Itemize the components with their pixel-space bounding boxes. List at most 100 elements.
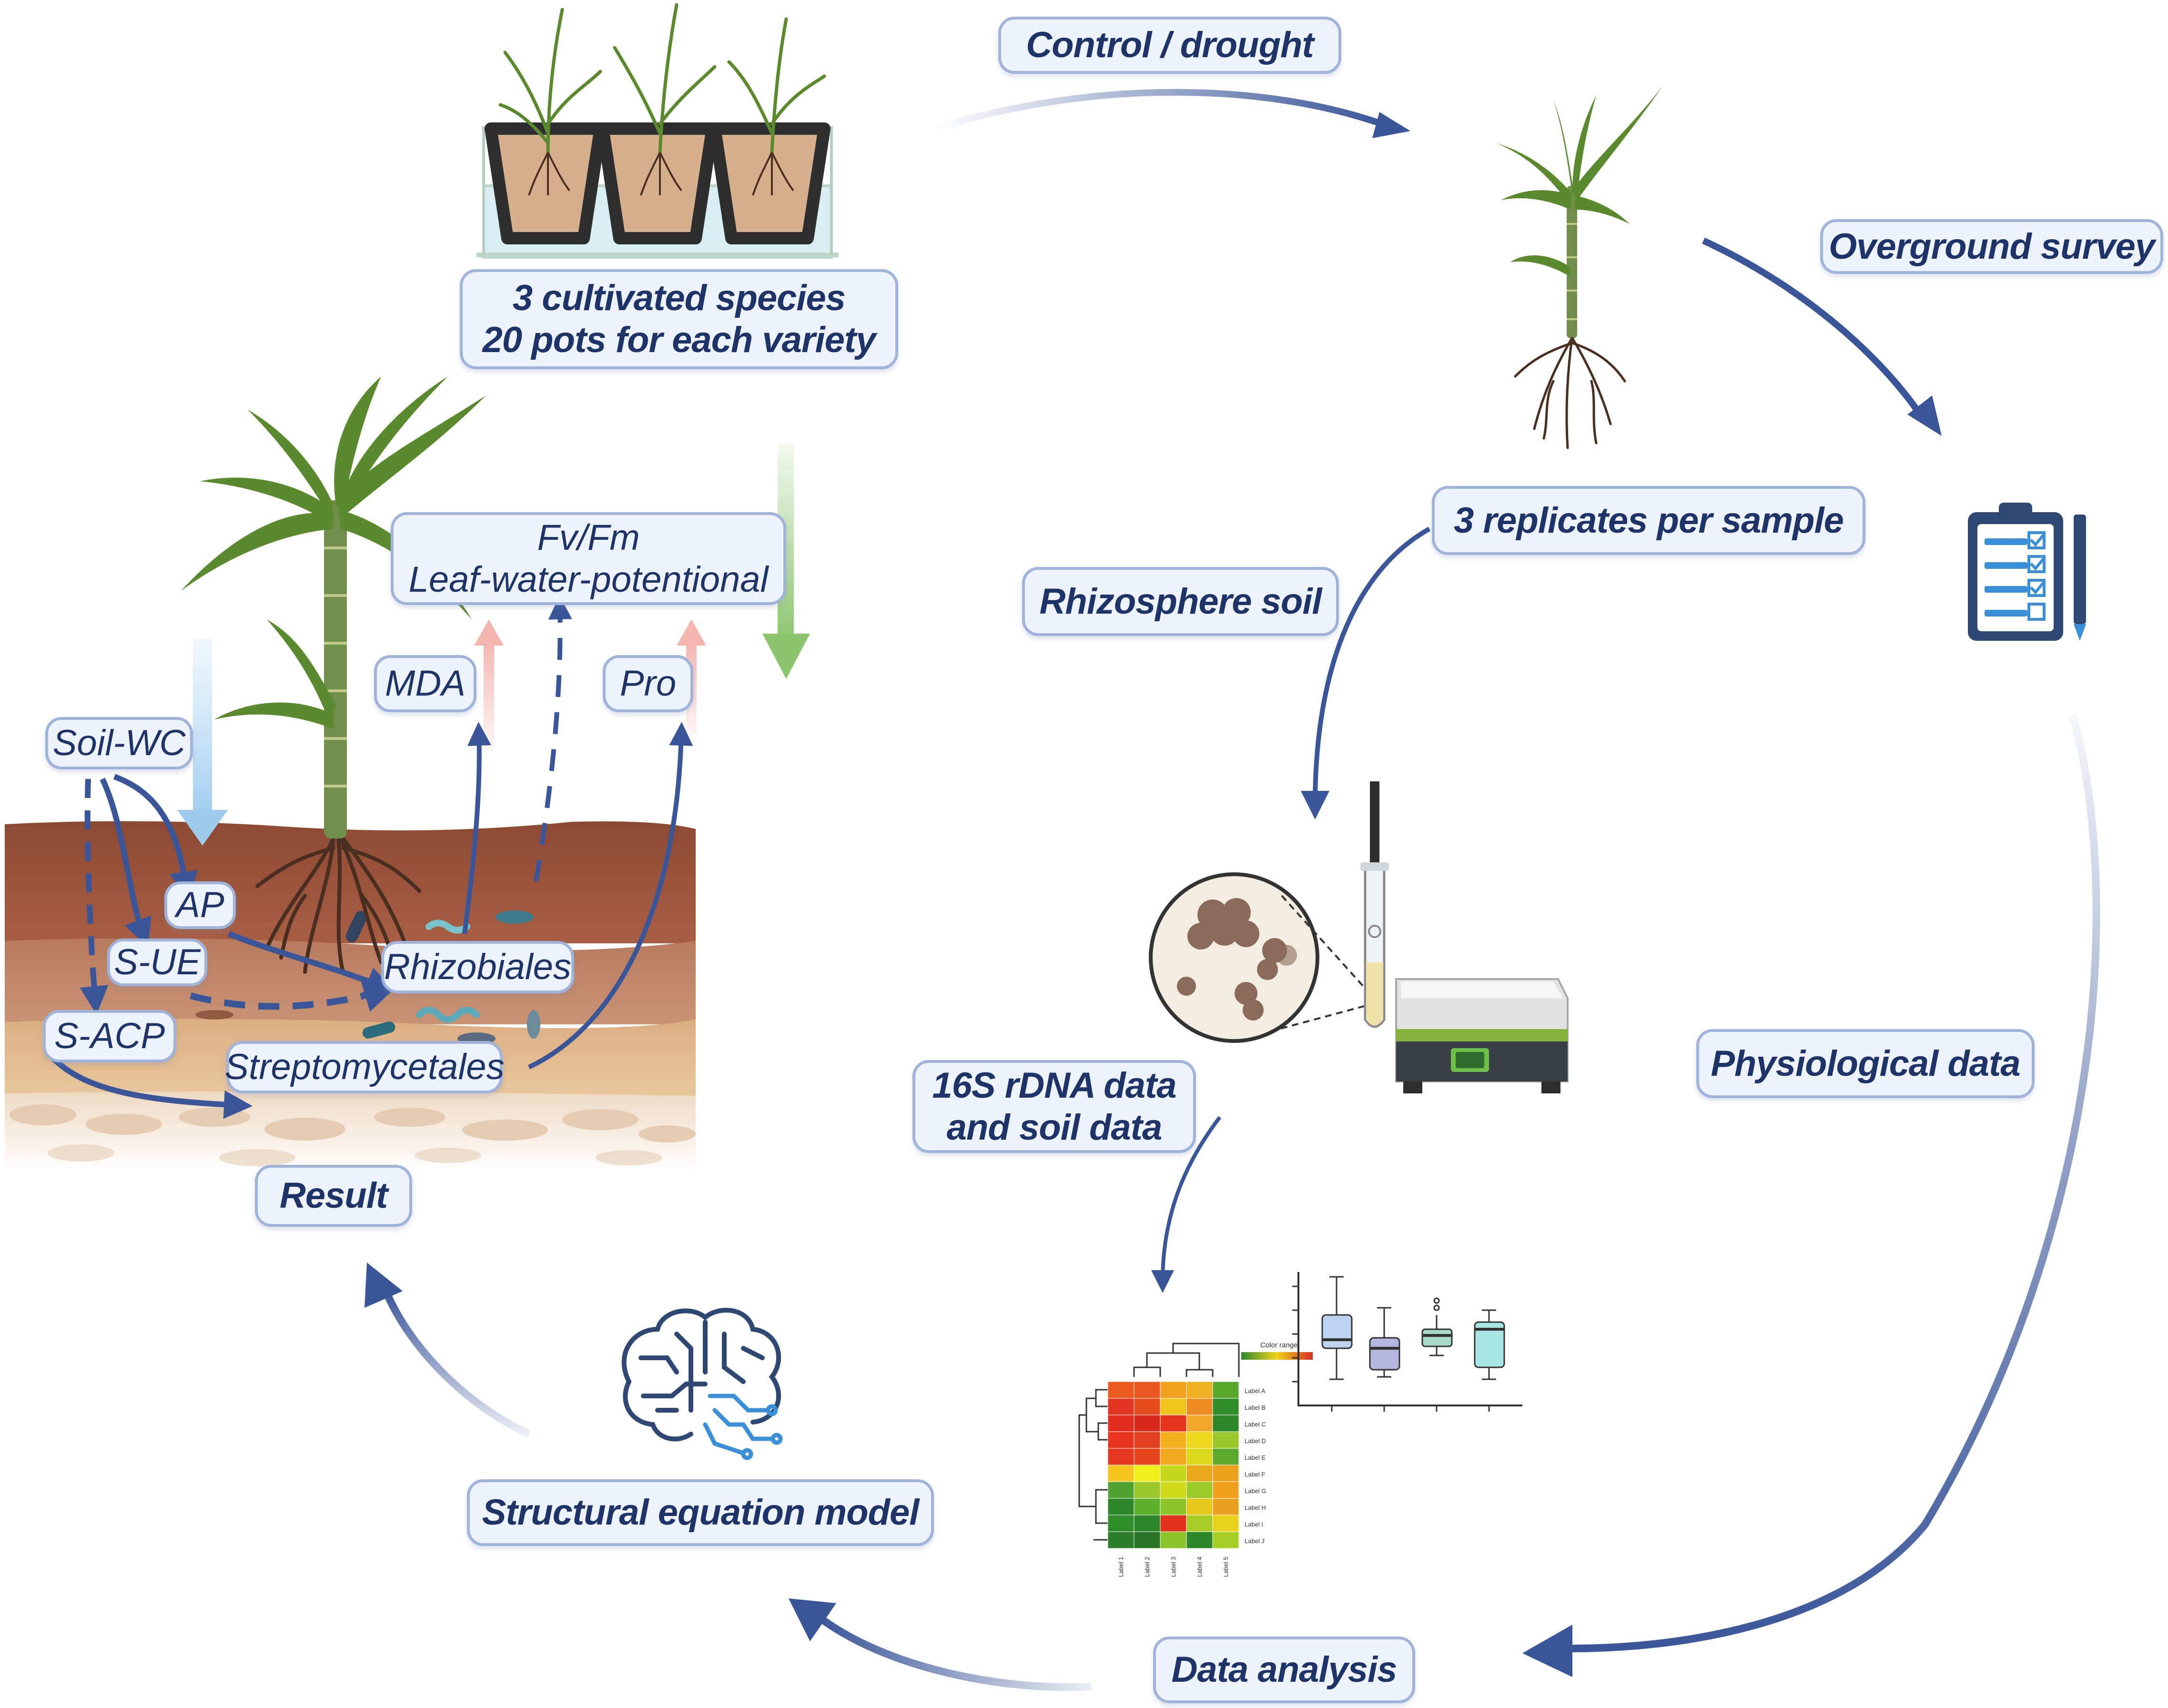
seedlings [498,3,826,154]
model-fvfm-line1: Fv/Fm [537,517,640,558]
model-label-mda: MDA [374,655,476,712]
model-s-ue-text: S-UE [114,942,201,982]
heatmap-cell [1107,1381,1135,1399]
heatmap-row-label: Label H [1245,1504,1266,1511]
heatmap-col-label: Label 5 [1222,1556,1229,1577]
heatmap-cell [1186,1531,1213,1549]
model-label-s-ue: S-UE [107,939,207,986]
model-label-pro: Pro [603,655,693,712]
seedling-roots [528,152,794,196]
heatmap-cell [1186,1515,1213,1532]
pot-3 [709,122,831,244]
model-label-ap: AP [164,881,236,929]
cycle-arrows [365,89,2100,1691]
model-label-fvfm: Fv/Fm Leaf-water-potentional [391,512,786,605]
heatmap-cell [1186,1498,1213,1516]
heatmap-cell [1186,1431,1213,1449]
sugarcane-plant-large [181,376,486,974]
sugarcane-plant-medium [1496,86,1663,449]
label-rhizosphere-soil-text: Rhizosphere soil [1039,581,1322,622]
microscope-view [1149,872,1368,1043]
heatmap-row-label: Label D [1245,1437,1266,1445]
label-rdna-line1: 16S rDNA data [932,1065,1176,1106]
heatmap-cell [1160,1498,1187,1516]
blue-down-arrow-soil-wc [177,638,228,846]
heatmap-row-label: Label C [1245,1421,1266,1428]
heatmap-cell [1160,1398,1187,1415]
heatmap-cell [1107,1515,1135,1532]
label-data-analysis-text: Data analysis [1171,1649,1398,1690]
heatmap-cell [1134,1415,1161,1432]
label-overground-survey: Overground survey [1820,219,2163,274]
pots-tray [476,3,839,259]
model-label-streptomycetales: Streptomycetales [224,1041,505,1093]
pot-1 [485,122,607,244]
boxplot [1292,1272,1522,1412]
heatmap-col-label: Label 1 [1117,1556,1125,1577]
plant-roots [255,837,421,974]
heatmap-cell [1107,1431,1135,1449]
heatmap-cell [1107,1465,1135,1482]
heatmap-row-label: Label J [1245,1537,1265,1545]
label-species-line1: 3 cultivated species [512,278,846,318]
label-result: Result [255,1165,412,1227]
heatmap-cell [1160,1481,1187,1499]
heatmap-cell [1107,1498,1135,1516]
label-control-drought: Control / drought [998,17,1341,74]
label-rhizosphere-soil: Rhizosphere soil [1022,567,1339,636]
model-label-rhizobiales: Rhizobiales [381,941,574,993]
heatmap-cell [1160,1515,1187,1532]
heatmap-cell [1212,1481,1239,1499]
heatmap-cell [1186,1448,1213,1465]
heatmap-cell [1160,1431,1187,1449]
heatmap-cell [1212,1381,1239,1399]
heatmap-col-label: Label 2 [1144,1556,1151,1577]
dendrogram-left [1078,1389,1108,1541]
heatmap-row-label: Label G [1245,1487,1266,1495]
label-cultivated-species: 3 cultivated species 20 pots for each va… [460,269,898,369]
model-ap-text: AP [176,885,224,925]
heatmap-row-label: Label F [1245,1471,1265,1478]
model-soil-wc-text: Soil-WC [52,723,186,763]
heatmap-col-label: Label 4 [1196,1556,1203,1577]
dendrogram-top [1133,1343,1240,1377]
model-pro-text: Pro [619,663,677,704]
label-data-analysis: Data analysis [1153,1637,1415,1703]
heatmap-cell [1107,1481,1135,1499]
sequencer-machine [1395,978,1569,1093]
heatmap-cell [1107,1531,1135,1549]
heatmap-col-label: Label 3 [1170,1556,1177,1577]
color-range-bar [1241,1352,1313,1360]
color-range-label: Color range [1260,1341,1297,1349]
heatmap-col-labels: Label 1 Label 2 Label 3 Label 4 Label 5 [1117,1556,1229,1577]
heatmap-cell [1186,1398,1213,1415]
heatmap-cell [1107,1398,1135,1415]
heatmap-cell [1212,1465,1239,1482]
pebbles [10,1104,696,1166]
pink-up-arrow-mda [474,619,504,750]
heatmap-row-label: Label I [1245,1521,1263,1528]
heatmap-cell [1134,1398,1161,1415]
soil-section [5,821,696,1172]
heatmap-cell [1186,1481,1213,1499]
heatmap-cells [1107,1381,1239,1549]
heatmap-cell [1212,1431,1239,1449]
model-rhizobiales-text: Rhizobiales [384,947,571,987]
heatmap-cell [1134,1465,1161,1482]
model-label-s-acp: S-ACP [43,1010,176,1062]
brain-circuit-icon [621,1308,783,1460]
label-result-text: Result [279,1175,388,1216]
label-physiological-data-text: Physiological data [1711,1043,2020,1084]
pot-2 [597,122,719,244]
label-structural-equation-model: Structural equation model [467,1479,934,1546]
heatmap-cell [1107,1448,1135,1465]
model-streptomycetales-text: Streptomycetales [224,1047,505,1087]
heatmap-cell [1134,1498,1161,1516]
heatmap-cell [1134,1481,1161,1499]
heatmap-cell [1186,1415,1213,1432]
label-replicates: 3 replicates per sample [1432,486,1865,555]
model-mda-text: MDA [385,663,466,704]
heatmap-row-label: Label E [1245,1454,1266,1461]
